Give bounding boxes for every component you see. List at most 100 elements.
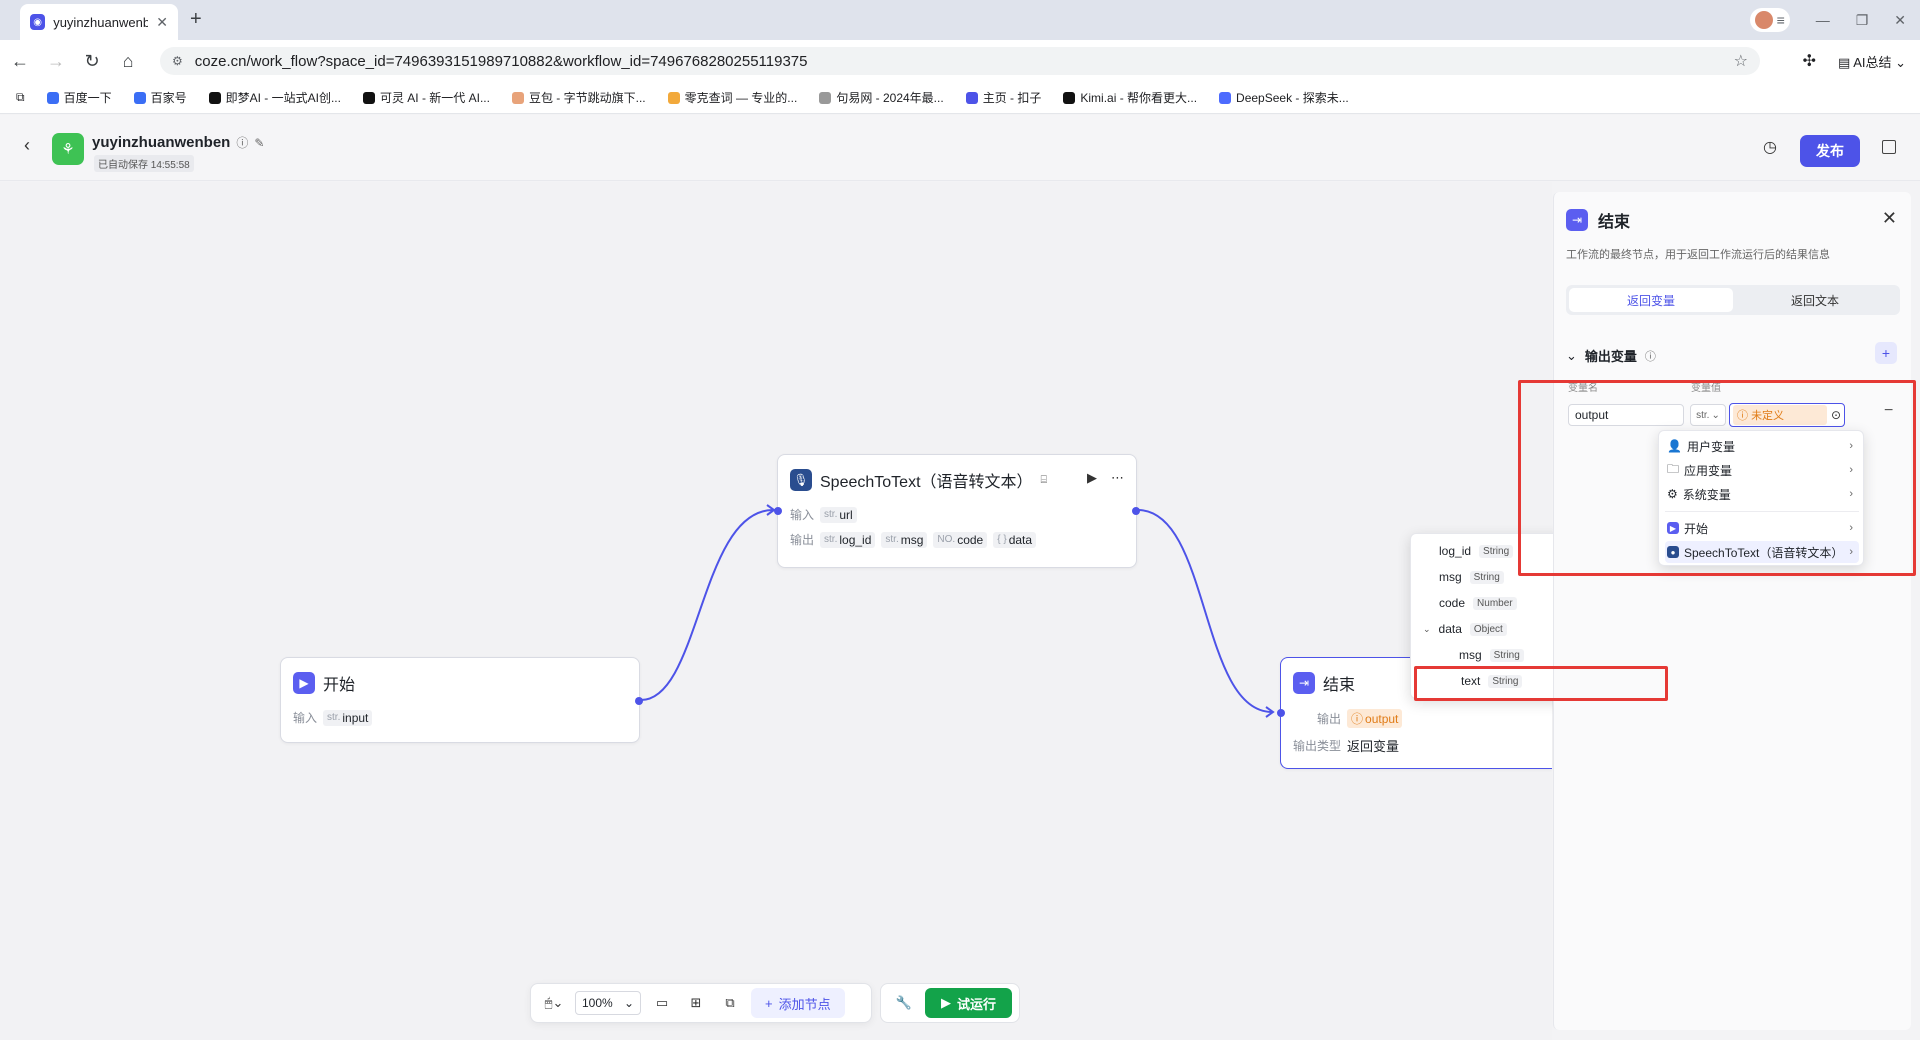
output-port[interactable] (1132, 507, 1140, 515)
menu-item-start-node[interactable]: ▶开始› (1665, 517, 1859, 539)
new-tab-icon[interactable]: + (190, 8, 202, 30)
bookmark-item[interactable]: 百度一下 (46, 89, 112, 106)
output-port[interactable] (635, 697, 643, 705)
bookmark-label: DeepSeek - 探索未... (1236, 91, 1349, 105)
url-text: coze.cn/work_flow?space_id=7496393151989… (194, 52, 808, 70)
tab-return-variable[interactable]: 返回变量 (1569, 288, 1733, 312)
output-variables-header[interactable]: ⌄ 输出变量 ⓘ (1566, 346, 1656, 365)
restore-icon[interactable]: ❐ (1855, 11, 1869, 28)
speech-to-text-node[interactable]: 🎙 SpeechToText（语音转文本） ⌸ ▶ ⋯ 输入 str.url 输… (774, 454, 1140, 568)
workflow-title: yuyinzhuanwenben ⓘ ✎ (92, 134, 264, 151)
output-tag: ⓘ output (1347, 709, 1403, 728)
back-icon[interactable]: ← (11, 50, 29, 71)
annotation-highlight-panel (1518, 380, 1916, 576)
test-run-button[interactable]: ▶ 试运行 (925, 988, 1013, 1018)
mouse-mode-icon[interactable]: 🖱⌄ (544, 995, 564, 1010)
browser-tabbar: ◉ yuyinzhuanwenben ✕ + ≡ — ❐ ✕ (0, 0, 1920, 40)
apps-icon[interactable]: ⧉ (16, 90, 25, 104)
browser-tab[interactable]: ◉ yuyinzhuanwenben ✕ (20, 4, 178, 40)
url-field[interactable]: ⚙ coze.cn/work_flow?space_id=74963931519… (160, 47, 1760, 75)
tab-title: yuyinzhuanwenben (53, 14, 149, 30)
input-port[interactable] (774, 507, 782, 515)
variable-type-select[interactable]: str.⌄ (1690, 404, 1726, 426)
chevron-down-icon[interactable]: ⌄ (1423, 623, 1431, 634)
extensions-icon[interactable]: ✣ (1802, 53, 1816, 70)
bookmark-item[interactable]: 零克查词 — 专业的... (667, 89, 797, 106)
bookmark-item[interactable]: 主页 - 扣子 (965, 89, 1041, 106)
edit-icon[interactable]: ✎ (254, 135, 265, 150)
bookmark-favicon-icon (667, 91, 680, 104)
type-prefix: { } (997, 534, 1007, 545)
var-name: msg (1459, 648, 1482, 662)
add-variable-button[interactable]: + (1875, 342, 1897, 364)
var-name: code (1439, 596, 1466, 610)
reload-icon[interactable]: ↻ (84, 50, 100, 71)
target-icon[interactable]: ⊙ (1831, 408, 1842, 422)
bookmark-label: 即梦AI - 一站式AI创... (225, 91, 341, 105)
minimize-icon[interactable]: — (1815, 12, 1830, 28)
bookmark-item[interactable]: 百家号 (133, 89, 187, 106)
input-port[interactable] (1277, 709, 1285, 717)
chevron-down-icon: ⌄ (1711, 409, 1720, 421)
home-icon[interactable]: ⌂ (122, 50, 134, 71)
bookmark-favicon-icon (1219, 91, 1232, 104)
start-node[interactable]: ▶ 开始 输入 str.input (280, 657, 643, 743)
bookmark-item[interactable]: 句易网 - 2024年最... (819, 89, 944, 106)
more-icon[interactable]: ⋯ (1111, 470, 1124, 485)
workflow-header: ‹ ⚘ yuyinzhuanwenben ⓘ ✎ 已自动保存 14:55:58 … (0, 115, 1920, 181)
menu-label: SpeechToText（语音转文本） (1684, 545, 1844, 560)
variable-value-select[interactable]: ⓘ 未定义 ⊙ (1729, 403, 1845, 427)
test-run-label: 试运行 (957, 996, 997, 1012)
layout-icon[interactable]: ⊞ (690, 995, 702, 1010)
bookmark-item[interactable]: DeepSeek - 探索未... (1219, 89, 1349, 106)
bookmark-item[interactable]: 可灵 AI - 新一代 AI... (362, 89, 490, 106)
variable-name-input[interactable]: output (1568, 404, 1684, 426)
chevron-down-icon[interactable]: ⌄ (1566, 347, 1577, 363)
node-title: SpeechToText（语音转文本） (820, 474, 1033, 491)
site-settings-icon[interactable]: ⚙ (172, 54, 183, 68)
info-icon[interactable]: ⓘ (1644, 350, 1656, 363)
column-header-name: 变量名 (1568, 383, 1598, 394)
comment-icon[interactable]: ▭ (655, 995, 669, 1010)
publish-button[interactable]: 发布 (1800, 135, 1860, 167)
zoom-select[interactable]: 100%⌄ (575, 991, 641, 1015)
back-chevron-icon[interactable]: ‹ (24, 135, 30, 155)
play-icon: ▶ (941, 995, 951, 1010)
bookmark-item[interactable]: 即梦AI - 一站式AI创... (208, 89, 341, 106)
workflow-canvas[interactable]: ▶ 开始 输入 str.input 🎙 SpeechToText（语音转文本） … (0, 182, 1552, 1040)
remove-variable-icon[interactable]: − (1884, 402, 1894, 419)
forward-icon[interactable]: → (47, 50, 65, 71)
close-window-icon[interactable]: ✕ (1894, 11, 1906, 28)
info-icon[interactable]: ⓘ (236, 136, 249, 150)
output-label: 输出 (1317, 712, 1342, 726)
add-node-button[interactable]: +添加节点 (751, 988, 845, 1018)
bookmark-item[interactable]: 豆包 - 字节跳动旗下... (511, 89, 646, 106)
bookmark-item[interactable]: Kimi.ai - 帮你看更大... (1063, 89, 1197, 106)
copy-icon[interactable] (1882, 140, 1896, 154)
history-icon[interactable]: ◷ (1763, 139, 1777, 156)
minimap-icon[interactable]: ⧉ (725, 995, 735, 1010)
chevron-down-icon: ⌄ (623, 996, 634, 1010)
menu-item-speech-node[interactable]: ●SpeechToText（语音转文本）› (1665, 541, 1859, 563)
bookmark-star-icon[interactable]: ☆ (1733, 53, 1748, 70)
annotation-highlight-text-item (1414, 666, 1668, 701)
run-node-icon[interactable]: ▶ (1087, 470, 1097, 485)
profile-button[interactable]: ≡ (1749, 8, 1790, 32)
chevron-right-icon: › (1849, 546, 1853, 558)
menu-item-system-variables[interactable]: ⚙系统变量› (1665, 483, 1859, 505)
ai-summary-button[interactable]: ▤ AI总结 ⌄ (1838, 54, 1906, 70)
wrench-icon[interactable]: 🔧 (895, 995, 913, 1010)
undefined-text: 未定义 (1751, 410, 1785, 422)
tab-close-icon[interactable]: ✕ (156, 13, 168, 30)
menu-item-user-variables[interactable]: 👤用户变量› (1665, 435, 1859, 457)
menu-item-app-variables[interactable]: 🗀应用变量› (1665, 459, 1859, 481)
panel-title: 结束 (1598, 214, 1631, 231)
close-icon[interactable]: ✕ (1881, 208, 1897, 228)
tab-return-text[interactable]: 返回文本 (1790, 293, 1839, 308)
